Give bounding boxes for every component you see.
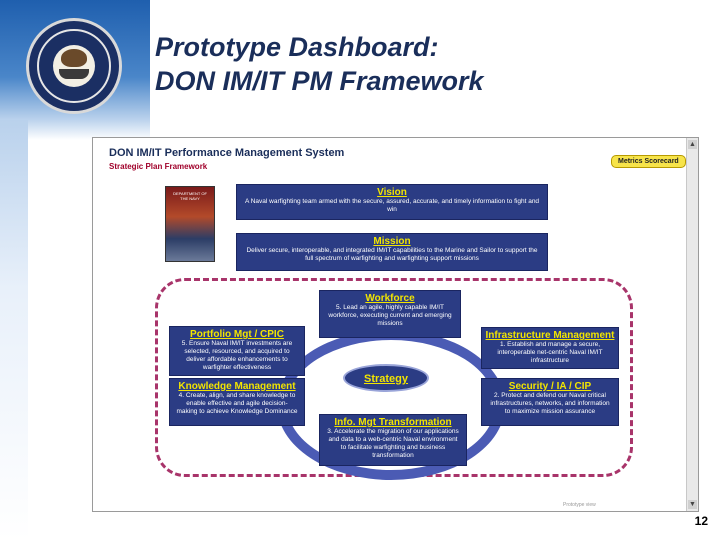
knowledge-box[interactable]: Knowledge Management 4. Create, align, a… bbox=[169, 378, 305, 426]
book-cover-text: DEPARTMENT OF THE NAVY bbox=[173, 191, 207, 201]
security-box[interactable]: Security / IA / CIP 2. Protect and defen… bbox=[481, 378, 619, 426]
mission-heading: Mission bbox=[373, 236, 411, 247]
workforce-body: 5. Lead an agile, highly capable IM/IT w… bbox=[328, 304, 452, 327]
embedded-dashboard-window: DON IM/IT Performance Management System … bbox=[92, 137, 699, 512]
vision-box[interactable]: Vision A Naval warfighting team armed wi… bbox=[236, 184, 548, 220]
navy-seal-logo bbox=[26, 18, 122, 114]
slide-title-line2: DON IM/IT PM Framework bbox=[155, 66, 484, 96]
info-mgt-box[interactable]: Info. Mgt Transformation 3. Accelerate t… bbox=[319, 414, 467, 466]
mission-body: Deliver secure, interoperable, and integ… bbox=[246, 247, 538, 262]
portfolio-heading: Portfolio Mgt / CPIC bbox=[190, 329, 284, 340]
mission-box[interactable]: Mission Deliver secure, interoperable, a… bbox=[236, 233, 548, 271]
infrastructure-box[interactable]: Infrastructure Management 1. Establish a… bbox=[481, 327, 619, 369]
eagle-icon bbox=[61, 49, 87, 67]
infrastructure-heading: Infrastructure Management bbox=[485, 330, 615, 341]
knowledge-heading: Knowledge Management bbox=[178, 381, 296, 392]
workforce-heading: Workforce bbox=[365, 293, 415, 304]
metrics-scorecard-button[interactable]: Metrics Scorecard bbox=[611, 155, 686, 168]
vertical-scrollbar[interactable]: ▲ ▼ bbox=[686, 138, 698, 511]
window-subtitle: Strategic Plan Framework bbox=[109, 162, 208, 171]
page-number: 12 bbox=[694, 514, 708, 528]
scroll-up-arrow-icon[interactable]: ▲ bbox=[688, 140, 697, 149]
vision-heading: Vision bbox=[377, 187, 407, 198]
knowledge-body: 4. Create, align, and share knowledge to… bbox=[176, 392, 298, 415]
info-mgt-body: 3. Accelerate the migration of our appli… bbox=[327, 428, 459, 459]
window-footer-note: Prototype view bbox=[563, 502, 596, 508]
slide-title-line1: Prototype Dashboard: bbox=[155, 32, 439, 62]
portfolio-box[interactable]: Portfolio Mgt / CPIC 5. Ensure Naval IM/… bbox=[169, 326, 305, 376]
portfolio-body: 5. Ensure Naval IM/IT investments are se… bbox=[181, 340, 293, 371]
side-gradient-band bbox=[0, 120, 28, 540]
workforce-box[interactable]: Workforce 5. Lead an agile, highly capab… bbox=[319, 290, 461, 338]
window-title: DON IM/IT Performance Management System bbox=[109, 147, 345, 159]
ship-icon bbox=[59, 69, 89, 79]
strategic-plan-book-image: DEPARTMENT OF THE NAVY bbox=[165, 186, 215, 262]
seal-ring bbox=[37, 29, 111, 103]
vision-body: A Naval warfighting team armed with the … bbox=[244, 198, 540, 213]
infrastructure-body: 1. Establish and manage a secure, intero… bbox=[497, 341, 603, 364]
scroll-down-arrow-icon[interactable]: ▼ bbox=[688, 500, 697, 509]
slide-title: Prototype Dashboard: DON IM/IT PM Framew… bbox=[155, 30, 695, 98]
info-mgt-heading: Info. Mgt Transformation bbox=[334, 417, 452, 428]
security-heading: Security / IA / CIP bbox=[508, 381, 592, 392]
security-body: 2. Protect and defend our Naval critical… bbox=[490, 392, 610, 415]
strategy-oval[interactable]: Strategy bbox=[343, 364, 429, 392]
